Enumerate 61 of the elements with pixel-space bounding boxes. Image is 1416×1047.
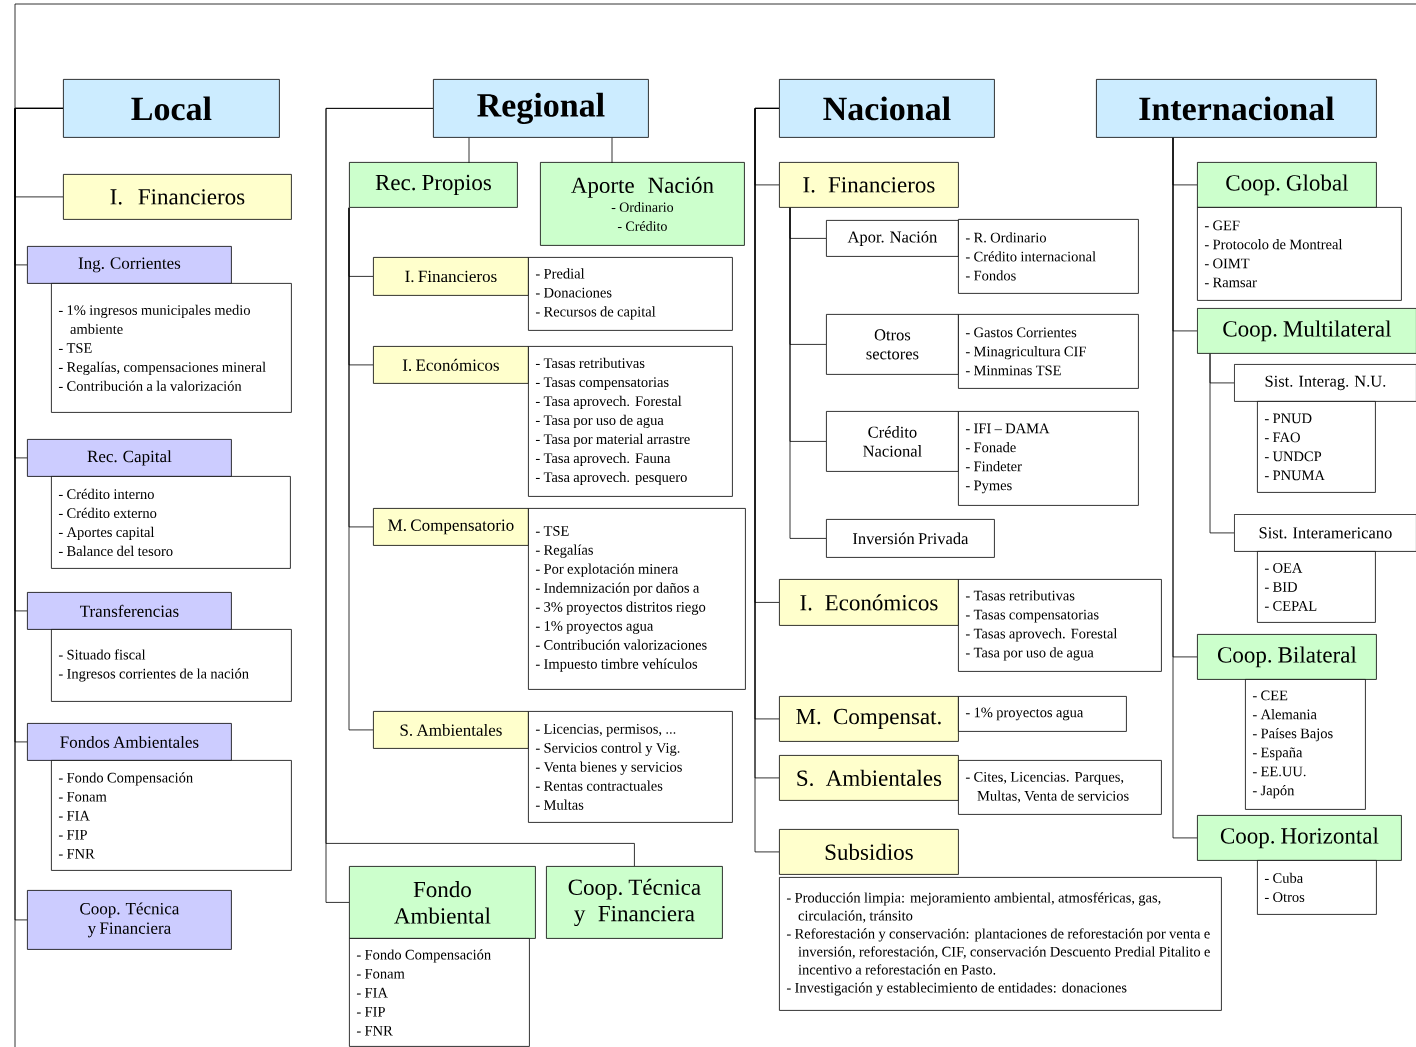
category-box: I. Económicos: [779, 579, 959, 626]
subcategory-box: Inversión Privada: [826, 519, 995, 558]
category-box: Coop. Multilateral: [1197, 308, 1416, 354]
category-box: Rec. Capital: [27, 439, 232, 477]
item-list-box: - Tasas retributivas - Tasas compensatorias - Tasa aprovech. Forestal - Tasa por uso de agua - Tasa por material arrastre - Tasa aprovech. Fauna - Tasa aprovech. pesquero: [528, 346, 733, 497]
category-box: I. Financieros: [63, 174, 292, 220]
category-box: Coop. Horizontal: [1197, 815, 1402, 861]
category-box: Coop. Bilateral: [1197, 634, 1377, 680]
subcategory-box: Otros sectores: [826, 314, 959, 375]
item-list-box: - Fondo Compensación - Fonam - FIA - FIP - FNR: [349, 938, 530, 1047]
item-list-box: - Producción limpia: mejoramiento ambiental, atmosféricas, gas, circulación, tránsito - Reforestación y conservación: plantaciones de reforestación por venta e inversión, reforestación, CIF, conservación Descuento Predial Pitalito e incentivo a reforestación en Pasto. - Investigación y establecimiento de entidades: donaciones: [779, 877, 1222, 1011]
item-list-box: - 1% ingresos municipales medio ambiente - TSE - Regalías, compensaciones mineral - Contribución a la valorización: [51, 283, 292, 413]
connector-line: [789, 207, 827, 539]
item-list-box: - Cites, Licencias. Parques, Multas, Venta de servicios: [958, 760, 1162, 815]
subcategory-box: Sist. Interamericano: [1234, 514, 1416, 552]
item-list-box: - Crédito interno - Crédito externo - Aportes capital - Balance del tesoro: [51, 476, 291, 569]
category-box: S. Ambientales: [373, 711, 529, 749]
category-box: Coop. Técnica y Financiera: [546, 866, 723, 939]
connector-line: [14, 108, 64, 921]
subcategory-box: Crédito Nacional: [826, 411, 959, 472]
level-header: Nacional: [779, 79, 995, 138]
subcategory-box: Sist. Interag. N.U.: [1234, 364, 1416, 402]
category-box: Transferencias: [27, 592, 232, 630]
category-box: Fondo Ambiental: [349, 866, 536, 939]
level-header: Local: [63, 79, 280, 138]
connector-line: [611, 137, 613, 164]
item-list-box: - OEA - BID - CEPAL: [1257, 551, 1376, 623]
category-box: Coop. Técnica y Financiera: [27, 890, 232, 950]
item-list-box: - Tasas retributivas - Tasas compensatorias - Tasas aprovech. Forestal - Tasa por uso de agua: [958, 579, 1162, 672]
item-list-box: - R. Ordinario - Crédito internacional - Fondos: [958, 219, 1139, 294]
connector-line: [325, 108, 635, 867]
connector-line: [1172, 137, 1198, 839]
category-box: Fondos Ambientales: [27, 723, 232, 761]
level-header: Regional: [433, 79, 649, 138]
category-box: Rec. Propios: [349, 162, 518, 208]
category-box: Coop. Global: [1197, 162, 1377, 208]
item-list-box: - Situado fiscal - Ingresos corrientes de la nación: [51, 629, 292, 702]
category-box: M. Compensat.: [779, 696, 959, 742]
category-box: Aporte Nación - Ordinario - Crédito: [540, 162, 745, 246]
item-list-box: - TSE - Regalías - Por explotación minera - Indemnización por daños a - 3% proyectos distritos riego - 1% proyectos agua - Contribución valorizaciones - Impuesto timbre vehículos: [528, 508, 746, 690]
item-list-box: - GEF - Protocolo de Montreal - OIMT - Ramsar: [1197, 207, 1402, 301]
item-list-box: - Cuba - Otros: [1257, 860, 1377, 915]
connector-line: [348, 207, 374, 731]
level-header: Internacional: [1096, 79, 1377, 138]
item-list-box: - Fondo Compensación - Fonam - FIA - FIP - FNR: [51, 760, 292, 871]
category-box: M. Compensatorio: [373, 508, 529, 546]
connector-line: [1209, 353, 1235, 534]
category-box: I. Financieros: [373, 257, 529, 296]
category-box: S. Ambientales: [779, 755, 959, 801]
item-list-box: - Predial - Donaciones - Recursos de capital: [528, 257, 733, 331]
item-list-box: - Licencias, permisos, ... - Servicios control y Vig. - Venta bienes y servicios - Rentas contractuales - Multas: [528, 711, 733, 823]
item-list-box: - PNUD - FAO - UNDCP - PNUMA: [1257, 401, 1376, 493]
category-box: I. Económicos: [373, 346, 529, 384]
category-box: Subsidios: [779, 829, 959, 875]
item-list-box: - Gastos Corrientes - Minagricultura CIF - Minminas TSE: [958, 314, 1139, 389]
item-list-box: - CEE - Alemania - Países Bajos - España - EE.UU. - Japón: [1245, 679, 1366, 810]
item-list-box: - 1% proyectos agua: [958, 696, 1127, 732]
category-box: Ing. Corrientes: [27, 246, 232, 284]
category-box: I. Financieros: [779, 162, 959, 208]
connector-line: [468, 137, 470, 164]
subcategory-box: Apor. Nación: [826, 220, 959, 257]
